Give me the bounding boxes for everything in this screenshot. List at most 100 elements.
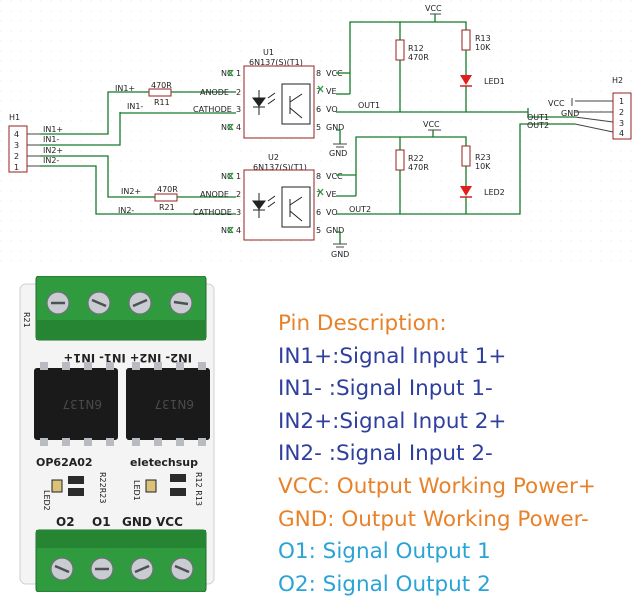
net-in1p: IN1+ (115, 84, 135, 93)
h1-body (8, 125, 28, 173)
u2-pin7-name: VE (326, 190, 337, 199)
h2-vcc: VCC (548, 99, 565, 108)
board-r12r13-label: R12 R13 (194, 472, 203, 506)
top-power-section: VCC R12 470R R13 10K LED1 (336, 4, 505, 112)
out1-net: OUT1 GND (329, 73, 529, 158)
net-in1m: IN1- (127, 102, 143, 111)
r23-value: 10K (475, 162, 491, 171)
u2-pin8-num: 8 (316, 172, 321, 181)
board-o1-label: O1 (92, 515, 111, 529)
pin-description-heading: Pin Description: (278, 311, 447, 336)
led1-symbol (460, 75, 472, 85)
u2-internal-symbol (252, 186, 311, 228)
u1-out-net: OUT1 (358, 101, 380, 110)
pin-description: Pin Description: IN1+:Signal Input 1+ IN… (278, 308, 638, 601)
circuit-schematic: H1 4 3 2 1 IN1+ IN1- IN2+ IN2- IN1+ IN1-… (0, 0, 640, 265)
u1-part: 6N137(S)(T1) (249, 58, 303, 67)
r12-ref: R12 (408, 44, 424, 53)
optocoupler-u2: U2 6N137(S)(T1) NC 1 ANODE 2 CATHODE 3 N… (193, 153, 344, 241)
u1-body (243, 65, 315, 139)
mid-power-section: VCC R22 470R R23 10K LED2 (336, 120, 505, 214)
u1-pin2-num: 2 (236, 88, 241, 97)
net-in2p: IN2+ (121, 187, 141, 196)
h2-out2: OUT2 (527, 121, 549, 130)
board-r22r23-label: R22R23 (98, 472, 107, 503)
h2-ref: H2 (612, 76, 623, 85)
u1-pin8-num: 8 (316, 69, 321, 78)
h1-net-in1m: IN1- (43, 135, 59, 144)
u2-pin6-num: 6 (316, 208, 321, 217)
r23-body (461, 145, 471, 167)
h2-pin-4: 4 (619, 129, 624, 138)
r12-value: 470R (408, 53, 429, 62)
h1-net-in2p: IN2+ (43, 146, 63, 155)
board-gnd-label: GND (122, 515, 152, 529)
board-top-terminal-labels: IN2- IN2+ IN1- IN1+ (64, 351, 192, 365)
out2-net: OUT2 GND (331, 123, 575, 259)
h1-pin-4: 4 (14, 130, 19, 139)
u1-pin5-name: GND (326, 123, 344, 132)
r13-ref: R13 (475, 34, 491, 43)
u2-pin5-num: 5 (316, 226, 321, 235)
r11-value: 470R (151, 81, 172, 90)
board-brand: eletechsup (130, 456, 198, 469)
r22-body (395, 149, 405, 171)
h2-pin-1: 1 (619, 97, 624, 106)
u1-pin5-num: 5 (316, 123, 321, 132)
r11-ref: R11 (154, 98, 170, 107)
u1-internal-symbol (252, 83, 311, 125)
u2-ref: U2 (268, 153, 279, 162)
u2-pin4-name: NC (221, 226, 233, 235)
schematic-grid (0, 0, 640, 265)
u1-pin4-name: NC (221, 123, 233, 132)
r13-value: 10K (475, 43, 491, 52)
optocoupler-u1: U1 6N137(S)(T1) NC 1 ANODE 2 CATHODE 3 N… (193, 48, 344, 139)
h1-pin-3: 3 (14, 141, 19, 150)
u2-body (243, 169, 315, 241)
board-led1-label: LED1 (132, 480, 141, 501)
u2-pin5-name: GND (326, 226, 344, 235)
u2-pin1-num: 1 (236, 172, 241, 181)
u1-pin8-name: VCC (326, 69, 343, 78)
u2-out-net: OUT2 (349, 205, 371, 214)
r21-value: 470R (157, 185, 178, 194)
u1-pin6-name: VO (326, 105, 338, 114)
board-smd-parts (51, 474, 186, 496)
u1-pin6-num: 6 (316, 105, 321, 114)
board-vcc-label: VCC (156, 515, 183, 529)
u1-pin4-num: 4 (236, 123, 241, 132)
pin-desc-o1: O1: Signal Output 1 (278, 539, 491, 565)
r12-body (395, 39, 405, 61)
r21-ref: R21 (159, 203, 175, 212)
r22-value: 470R (408, 163, 429, 172)
gnd-2-label: GND (331, 250, 349, 259)
u1-pin3-num: 3 (236, 105, 241, 114)
u1-ref: U1 (263, 48, 274, 57)
u2-pin2-num: 2 (236, 190, 241, 199)
gnd-1-label: GND (329, 149, 347, 158)
r11-body (148, 88, 172, 97)
u1-pin1-name: NC (221, 69, 233, 78)
resistor-r11: 470R R11 (145, 81, 236, 107)
led2-symbol (460, 186, 472, 196)
board-chip-left: 6N137 (34, 362, 118, 446)
u2-pin1-name: NC (221, 172, 233, 181)
h2-out1: OUT1 (527, 113, 549, 122)
u2-pin6-name: VO (326, 208, 338, 217)
u2-pin3-name: CATHODE (193, 208, 232, 217)
h2-pin-2: 2 (619, 108, 624, 117)
u2-pin8-name: VCC (326, 172, 343, 181)
pin-desc-o2: O2: Signal Output 2 (278, 571, 491, 597)
board-o2-label: O2 (56, 515, 75, 529)
pin-desc-in1m: IN1- :Signal Input 1- (278, 376, 493, 402)
pin-desc-vcc: VCC: Output Working Power+ (278, 473, 596, 499)
top-terminal-block (35, 276, 207, 341)
board-chip-right: 6N137 (126, 362, 210, 446)
pin-desc-gnd: GND: Output Working Power- (278, 506, 589, 532)
h2-body (612, 92, 632, 140)
h2-pin-3: 3 (619, 119, 624, 128)
u1-pin3-name: CATHODE (193, 105, 232, 114)
r23-ref: R23 (475, 153, 491, 162)
bottom-terminal-block (35, 529, 207, 592)
u1-pin2-name: ANODE (200, 88, 229, 97)
